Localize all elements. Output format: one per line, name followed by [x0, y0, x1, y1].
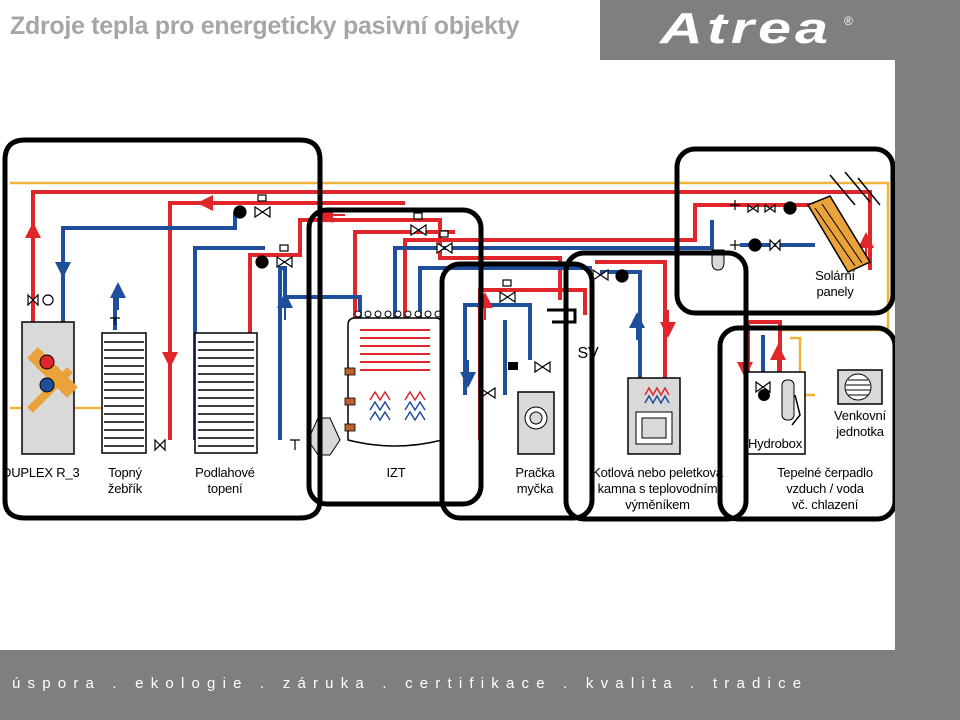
label-pracka-2: myčka [516, 481, 554, 496]
label-venkovni-1: Venkovní [834, 408, 886, 423]
label-izt: IZT [386, 465, 406, 480]
yellow-top-line [10, 181, 890, 330]
right-side-band [895, 0, 960, 720]
hot-main-pipe [31, 190, 872, 322]
registered-mark: ® [844, 14, 853, 28]
outdoor-unit [837, 369, 883, 405]
pellet-stove [627, 377, 681, 455]
cold-branch-5 [463, 303, 532, 395]
hot-water-pipes [31, 190, 872, 440]
group-frames [2, 137, 895, 522]
frame-group-izt [306, 207, 484, 507]
label-tepelne-3: vč. chlazení [791, 497, 859, 512]
label-venkovni-2: jednotka [836, 424, 884, 439]
frame-group-left [2, 137, 323, 521]
valves [27, 194, 797, 452]
label-solarni-1: Solární [815, 268, 855, 283]
heating-system-diagram [2, 137, 895, 522]
label-solarni-2: panely [816, 284, 854, 299]
izt-tank [307, 310, 443, 456]
label-sv: SV [577, 345, 599, 362]
label-hydrobox: Hydrobox [747, 436, 803, 451]
label-topny-2: žebřík [107, 481, 143, 496]
cold-main-pipe [61, 212, 237, 322]
cold-branch-3 [393, 220, 714, 325]
footer-band [0, 650, 960, 720]
logo-band [600, 0, 895, 60]
hot-branch-2 [248, 218, 562, 440]
frame-group-solar [674, 146, 895, 316]
hydrobox [744, 371, 806, 455]
frame-group-hp [717, 325, 895, 522]
washing-machine [508, 308, 577, 455]
label-pracka-1: Pračka [515, 465, 555, 480]
label-kotel-3: výměníkem [625, 497, 690, 512]
frame-group-kotel [563, 250, 749, 522]
label-kotel-1: Kotlová nebo peletková [592, 465, 723, 480]
atrea-logo: Atrea [660, 4, 833, 53]
label-tepelne-1: Tepelné čerpadlo [777, 465, 873, 480]
hot-boiler-supply [595, 260, 667, 380]
frame-group-pracka [439, 261, 595, 521]
cold-boiler-return [600, 270, 642, 380]
yellow-hp-line [790, 336, 815, 397]
floor-heating [194, 332, 258, 454]
towel-radiator [101, 332, 147, 454]
label-podlahove-2: topení [207, 481, 243, 496]
page-title: Zdroje tepla pro energeticky pasivní obj… [10, 12, 520, 40]
label-podlahove-1: Podlahové [195, 465, 255, 480]
label-kotel-2: kamna s teplovodním [597, 481, 718, 496]
footer-slogan: úspora . ekologie . záruka . certifikace… [12, 675, 809, 692]
duplex-unit [21, 321, 78, 455]
label-duplex: DUPLEX R_3 [2, 465, 80, 480]
label-topny-1: Topný [108, 465, 142, 480]
label-tepelne-2: vzduch / voda [786, 481, 864, 496]
